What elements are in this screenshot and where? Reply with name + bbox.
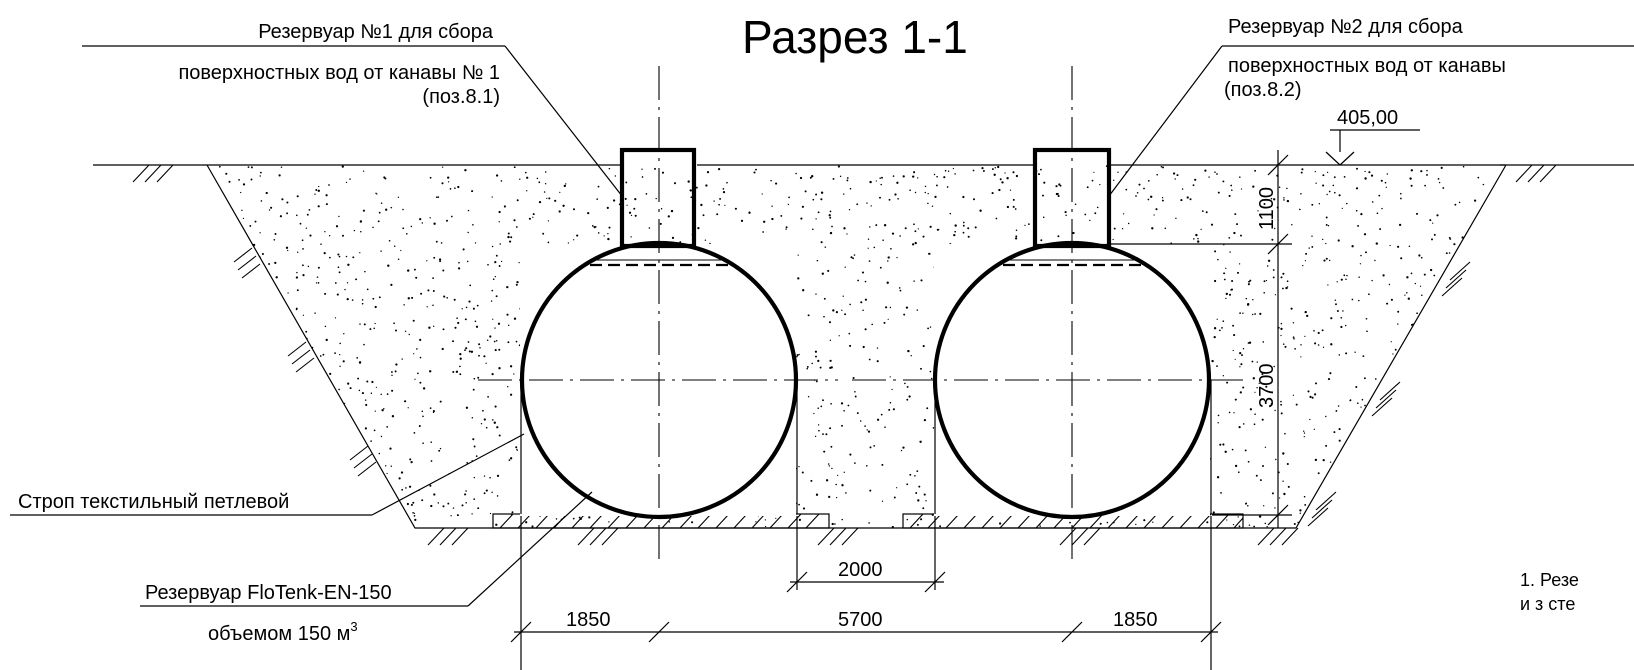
axis-lines	[478, 66, 1245, 560]
note-line-1: 1. Резе	[1520, 570, 1579, 590]
foundation-slab-2	[902, 513, 1244, 529]
callout-sling: Строп текстильный петлевой	[10, 433, 525, 516]
tank-2-position: (поз.8.2)	[1224, 79, 1302, 101]
foundation-slab-1	[492, 513, 830, 529]
model-label-line1: Резервуар FloTenk-EN-150	[145, 582, 392, 604]
sling-label: Строп текстильный петлевой	[18, 491, 289, 513]
model-volume: объемом 150 м	[208, 623, 350, 645]
callout-tank-1: Резервуар №1 для сбора поверхностных вод…	[82, 21, 623, 197]
model-label-line2: объемом 150 м3	[208, 619, 358, 645]
tank-1-position: (поз.8.1)	[422, 86, 500, 108]
dim-gap: 2000	[838, 559, 883, 581]
callout-model: Резервуар FloTenk-EN-150 объемом 150 м3	[140, 491, 593, 645]
tank-1-label-line1: Резервуар №1 для сбора	[258, 21, 494, 43]
dim-tank-height: 3700	[1256, 364, 1278, 409]
section-title: Разрез 1-1	[742, 11, 968, 63]
horizontal-dimensions: 2000 1850 5700 1850	[510, 516, 1222, 670]
excavation-pit-outline	[206, 164, 1507, 529]
tank-1-label-line2: поверхностных вод от канавы № 1	[178, 62, 500, 84]
dim-top-cover: 1100	[1256, 187, 1278, 230]
dim-left: 1850	[566, 609, 611, 631]
callout-tank-2: Резервуар №2 для сбора поверхностных вод…	[1108, 16, 1634, 197]
vertical-dimensions: 1100 3700	[1108, 150, 1292, 528]
tank-2-label-line1: Резервуар №2 для сбора	[1228, 16, 1464, 38]
dim-center: 5700	[838, 609, 883, 631]
sand-backfill	[207, 165, 1506, 528]
notes: 1. Резе и з сте	[1520, 570, 1579, 614]
elevation-value: 405,00	[1337, 107, 1398, 129]
model-volume-unit-sup: 3	[350, 619, 357, 634]
elevation-mark: 405,00	[1325, 107, 1420, 166]
note-line-2: и з сте	[1520, 594, 1575, 614]
tank-2-label-line2: поверхностных вод от канавы	[1228, 55, 1506, 77]
dim-right: 1850	[1113, 609, 1158, 631]
ground-hatching	[132, 164, 1557, 546]
